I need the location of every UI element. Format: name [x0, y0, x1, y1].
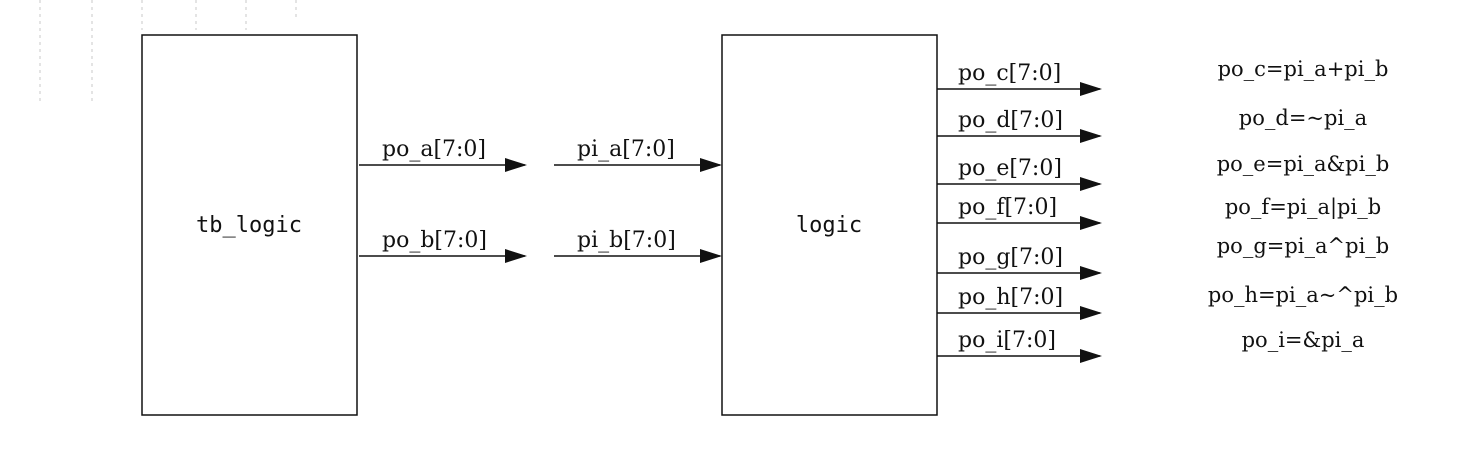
pi-b-label: pi_b[7:0] — [577, 228, 676, 253]
po-f-label: po_f[7:0] — [958, 195, 1057, 220]
po-h-label: po_h[7:0] — [958, 285, 1063, 310]
guide-lines — [39, 0, 297, 105]
po-c-label: po_c[7:0] — [958, 61, 1061, 86]
pi-a-label: pi_a[7:0] — [577, 137, 675, 162]
tb-logic-block — [141, 34, 358, 416]
po-b-label: po_b[7:0] — [382, 228, 487, 253]
po-e-label: po_e[7:0] — [958, 156, 1062, 181]
po-a-label: po_a[7:0] — [382, 137, 486, 162]
tb-logic-label: tb_logic — [196, 213, 302, 238]
po-i-label: po_i[7:0] — [958, 328, 1056, 353]
equation-po-d: po_d=~pi_a — [1239, 106, 1367, 130]
equation-po-e: po_e=pi_a&pi_b — [1217, 152, 1390, 176]
po-d-label: po_d[7:0] — [958, 108, 1063, 133]
logic-label: logic — [796, 213, 862, 238]
logic-block — [721, 34, 938, 416]
equation-po-c: po_c=pi_a+pi_b — [1218, 57, 1389, 81]
equation-po-h: po_h=pi_a~^pi_b — [1208, 283, 1398, 307]
equation-po-g: po_g=pi_a^pi_b — [1217, 234, 1390, 258]
po-g-label: po_g[7:0] — [958, 245, 1063, 270]
equation-po-f: po_f=pi_a|pi_b — [1225, 195, 1381, 220]
equation-po-i: po_i=&pi_a — [1242, 328, 1365, 352]
